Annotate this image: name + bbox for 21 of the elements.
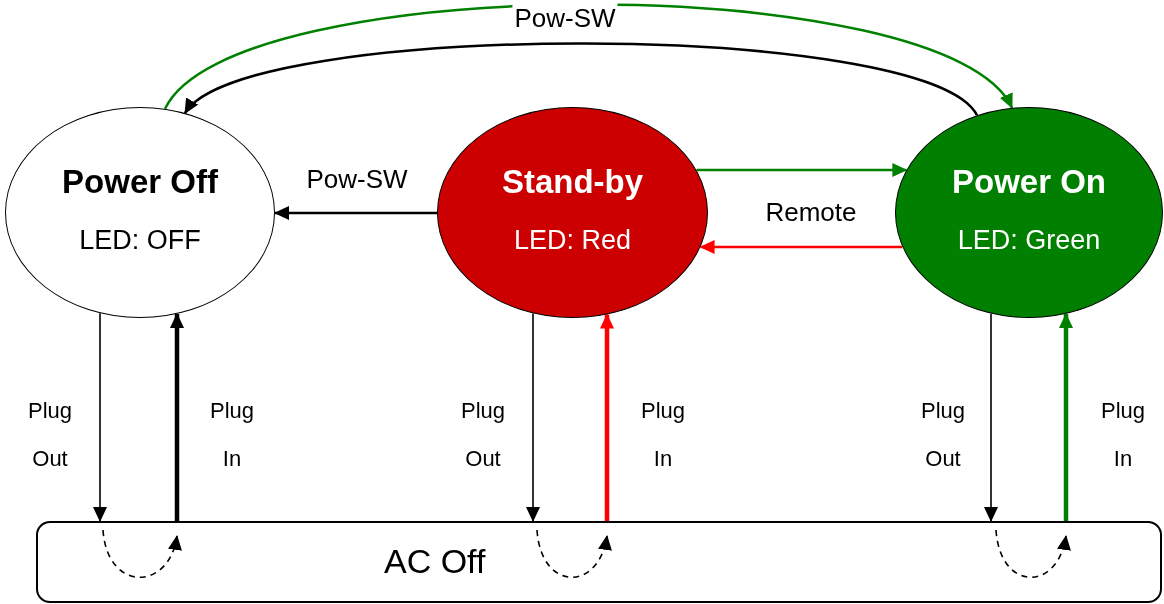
state-box bbox=[36, 521, 1162, 603]
state-title: Power Off bbox=[62, 161, 218, 202]
arrow bbox=[600, 313, 614, 521]
dashed-arrow bbox=[536, 529, 611, 579]
arrow bbox=[1059, 312, 1073, 521]
arrow bbox=[699, 240, 903, 254]
arrow bbox=[696, 163, 908, 177]
dashed-arrow bbox=[995, 529, 1070, 579]
arrow bbox=[93, 312, 107, 522]
state-title: Stand-by bbox=[501, 161, 644, 202]
led-status: LED: Red bbox=[513, 223, 632, 256]
arrow bbox=[170, 312, 184, 521]
led-status: LED: Green bbox=[957, 223, 1101, 256]
dashed-arrow bbox=[102, 529, 181, 579]
state-label: AC Off bbox=[384, 541, 486, 581]
led-status: LED: OFF bbox=[79, 223, 201, 256]
arrow bbox=[984, 312, 998, 522]
arrow bbox=[184, 42, 978, 117]
arrow bbox=[526, 312, 540, 522]
arrow bbox=[274, 206, 437, 220]
state-title: Power On bbox=[952, 161, 1106, 202]
